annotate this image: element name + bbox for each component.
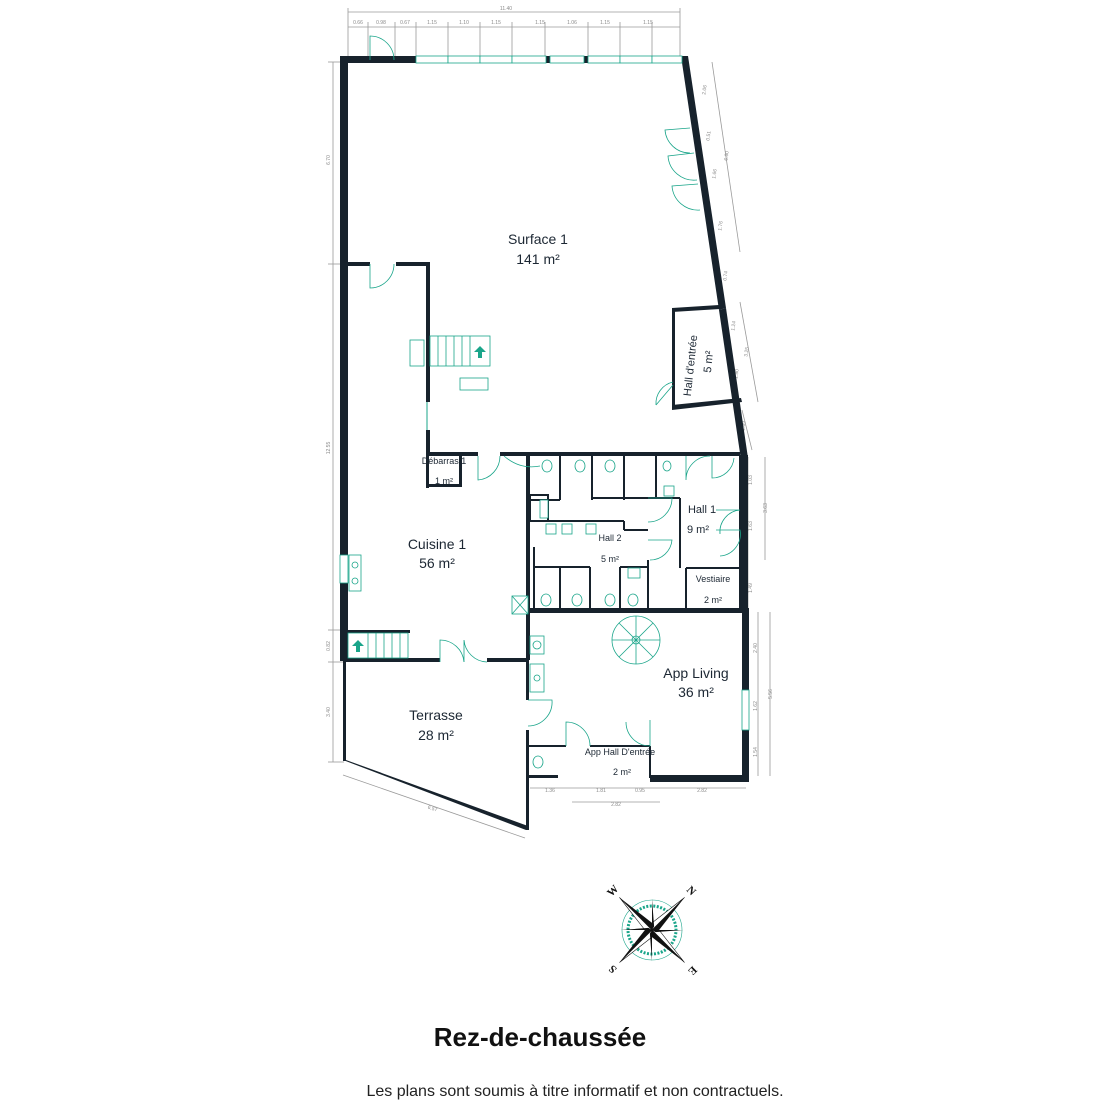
dim-right-1: 0.51 xyxy=(705,130,712,141)
dim-bottom-1: 1.81 xyxy=(596,788,606,794)
dim-diagonal: 6.57 xyxy=(427,805,438,814)
plan-disclaimer: Les plans sont soumis à titre informatif… xyxy=(366,1083,784,1100)
dim-right-6: 1.24 xyxy=(730,320,737,331)
room-vestiaire-name: Vestiaire xyxy=(696,574,731,584)
room-labels: Surface 1 141 m² Hall d'entrée 5 m² Déba… xyxy=(408,231,730,777)
room-surface-1-area: 141 m² xyxy=(516,251,560,267)
compass-east-label: E xyxy=(685,963,699,977)
dim-right-0: 2.06 xyxy=(701,84,708,95)
room-hall-1-area: 9 m² xyxy=(687,524,709,536)
compass-south-label: S xyxy=(607,962,620,975)
dim-right-low-3: 5.56 xyxy=(768,689,774,699)
room-hall-entree-name: Hall d'entrée xyxy=(682,335,700,397)
dim-top-total: 11.40 xyxy=(500,6,512,12)
dim-top-1: 0.98 xyxy=(376,20,386,26)
room-vestiaire-area: 2 m² xyxy=(704,595,722,605)
dim-right-low-2: 1.54 xyxy=(753,747,759,757)
room-hall-2-name: Hall 2 xyxy=(598,533,621,543)
room-terrasse-name: Terrasse xyxy=(409,707,463,723)
room-cuisine-name: Cuisine 1 xyxy=(408,536,467,552)
dim-top-8: 1.15 xyxy=(600,20,610,26)
dim-top-0: 0.66 xyxy=(353,20,363,26)
dim-left-3: 3.40 xyxy=(326,707,332,717)
room-app-hall-area: 2 m² xyxy=(613,767,631,777)
room-debarras-area: 1 m² xyxy=(435,476,453,486)
dim-top-7: 1.06 xyxy=(567,20,577,26)
compass-north-label: N xyxy=(684,884,698,898)
room-surface-1-name: Surface 1 xyxy=(508,231,568,247)
room-app-living-area: 36 m² xyxy=(678,684,714,700)
dim-right-4: 6.60 xyxy=(723,150,730,161)
walls xyxy=(340,56,749,830)
windows xyxy=(339,55,750,731)
dim-right-mid-2: 3.63 xyxy=(763,503,769,513)
dim-left-0: 6.70 xyxy=(326,155,332,165)
dim-left-2: 0.82 xyxy=(326,641,332,651)
dim-right-8: 1.80 xyxy=(733,368,740,379)
dim-right-mid-1: 1.63 xyxy=(748,521,754,531)
dim-bottom-4: 2.82 xyxy=(697,788,707,794)
plan-title: Rez-de-chaussée xyxy=(433,1022,647,1052)
room-hall-2-area: 5 m² xyxy=(601,554,619,564)
dimension-labels: 11.40 0.66 0.98 0.67 1.15 1.10 1.15 1.15… xyxy=(326,6,774,814)
room-hall-entree-area: 5 m² xyxy=(702,350,716,373)
dim-bottom-2: 0.95 xyxy=(635,788,645,794)
room-hall-1-name: Hall 1 xyxy=(688,504,716,516)
dim-right-low-0: 2.40 xyxy=(753,643,759,653)
dim-right-2: 1.66 xyxy=(711,168,718,179)
dim-top-5: 1.15 xyxy=(491,20,501,26)
dim-right-9: 1.69 xyxy=(740,420,747,431)
room-app-living-name: App Living xyxy=(663,665,728,681)
room-app-hall-name: App Hall D'entrée xyxy=(585,747,655,757)
dim-right-low-1: 1.62 xyxy=(753,701,759,711)
fixtures xyxy=(347,335,675,769)
room-debarras-name: Débarras 1 xyxy=(422,456,467,466)
compass-rose-icon: W N E S xyxy=(605,883,699,977)
doors xyxy=(369,35,741,747)
dim-bottom-0: 1.36 xyxy=(545,788,555,794)
dim-top-3: 1.15 xyxy=(427,20,437,26)
dim-top-6: 1.15 xyxy=(535,20,545,26)
dim-right-mid-3: 1.49 xyxy=(748,583,754,593)
dim-right-5: 0.74 xyxy=(722,270,729,281)
dim-right-7: 3.25 xyxy=(743,346,750,357)
room-cuisine-area: 56 m² xyxy=(419,555,455,571)
dim-top-9: 1.15 xyxy=(643,20,653,26)
dim-top-2: 0.67 xyxy=(400,20,410,26)
dim-top-4: 1.10 xyxy=(459,20,469,26)
dim-right-mid-0: 1.03 xyxy=(748,475,754,485)
dim-left-1: 12.55 xyxy=(326,442,332,455)
dim-bottom-3: 2.82 xyxy=(611,802,621,808)
compass-west-label: W xyxy=(605,883,621,899)
room-terrasse-area: 28 m² xyxy=(418,727,454,743)
dim-right-3: 1.76 xyxy=(717,220,724,231)
